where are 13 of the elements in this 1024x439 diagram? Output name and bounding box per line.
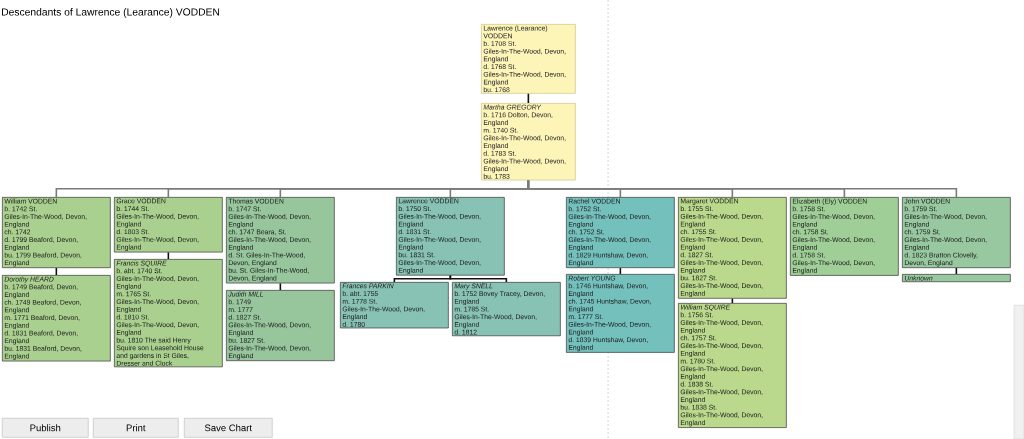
- connector-line: [279, 282, 282, 291]
- connector-line: [449, 274, 508, 283]
- connector-line: [167, 251, 170, 260]
- button: Print: [93, 418, 179, 438]
- button: Publish: [2, 418, 89, 438]
- button: Save Chart: [184, 418, 273, 438]
- connector-line: [731, 297, 734, 304]
- connector-line: [55, 267, 58, 276]
- connector-line: [527, 92, 530, 104]
- connector-line: [619, 267, 622, 275]
- connector-line: [527, 179, 958, 198]
- chart-title: Descendants of Lawrence (Learance) VODDEN: [2, 8, 220, 18]
- connector-line: [955, 267, 958, 275]
